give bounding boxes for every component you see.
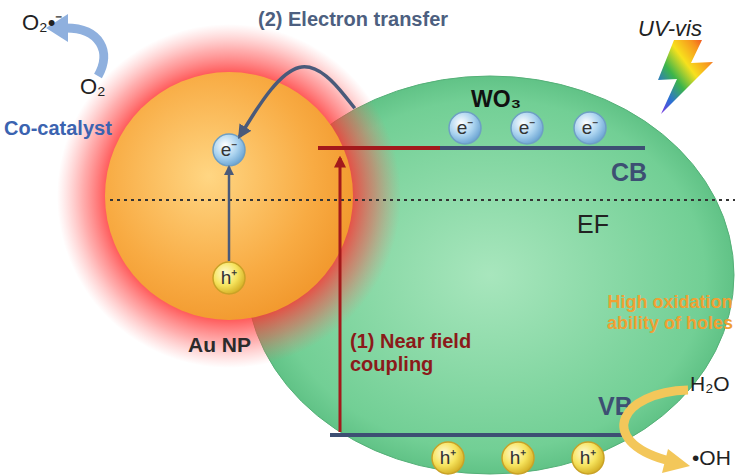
step-label: (1) Near field coupling: [350, 330, 515, 376]
node-label: h⁺: [571, 441, 605, 475]
carrier-circle: [432, 442, 464, 474]
electron-circle: e⁻: [448, 111, 482, 145]
oxygen-reduction-arrow: [66, 28, 104, 76]
node-label: e⁻: [212, 133, 246, 167]
water-oxidation-arrowhead: [662, 449, 690, 473]
carrier-circle: [449, 112, 481, 144]
hydroxyl-radical-label: •OH: [692, 446, 731, 470]
hole-circle: h⁺: [212, 261, 246, 295]
band-label: VB: [598, 393, 633, 421]
carrier-circle: [574, 112, 606, 144]
water-label: H₂O: [690, 372, 730, 396]
hole-circle: h⁺: [571, 441, 605, 475]
node-label: WO₃: [471, 87, 521, 112]
node-label: e⁻: [448, 111, 482, 145]
band-label: CB: [611, 159, 647, 187]
electron-circle: e⁻: [573, 111, 607, 145]
hole-circle: h⁺: [501, 441, 535, 475]
node-label: e⁻: [573, 111, 607, 145]
step-label: (2) Electron transfer: [258, 8, 448, 31]
electron-circle: e⁻: [510, 111, 544, 145]
band-label: EF: [577, 211, 609, 239]
node-label: e⁻: [510, 111, 544, 145]
hole-circle: h⁺: [431, 441, 465, 475]
role-label: Co-catalyst: [4, 117, 112, 140]
node-label: Au NP: [188, 333, 251, 356]
node-label: h⁺: [501, 441, 535, 475]
node-label: h⁺: [212, 261, 246, 295]
nanoparticle-circle: [105, 72, 353, 320]
note-label: High oxidation ability of holes: [595, 292, 745, 333]
superoxide-label: O₂•⁻: [22, 10, 62, 35]
oxygen-label: O₂: [80, 74, 106, 99]
carrier-circle: [213, 134, 245, 166]
node-label: h⁺: [431, 441, 465, 475]
light-bolt-symbol: [658, 40, 713, 114]
gold-nanoparticle: Au NPe⁻h⁺: [104, 71, 354, 321]
electron-circle: e⁻: [212, 133, 246, 167]
carrier-circle: [502, 442, 534, 474]
light-source-label: UV-vis: [638, 16, 702, 41]
semiconductor-ellipse: [246, 76, 734, 474]
carrier-circle: [213, 262, 245, 294]
carrier-circle: [572, 442, 604, 474]
carrier-circle: [511, 112, 543, 144]
